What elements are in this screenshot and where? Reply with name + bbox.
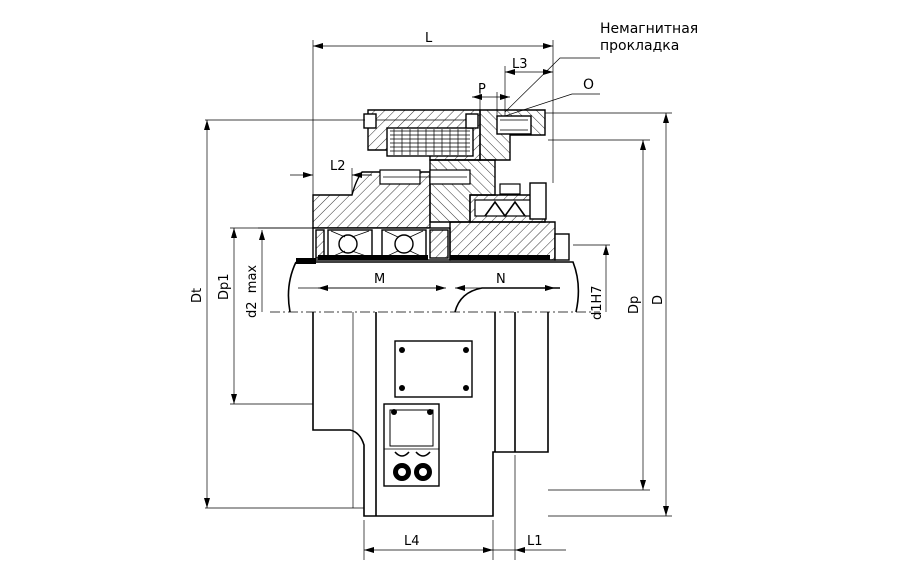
- dim-Dp1: Dp1: [217, 273, 232, 300]
- dim-P: P: [478, 82, 486, 97]
- dim-Dt: Dt: [190, 288, 205, 303]
- dim-Dp: Dp: [627, 296, 642, 314]
- dim-L4: L4: [404, 534, 420, 549]
- dim-d2-max: d2 max: [245, 265, 260, 318]
- dimension-lines: [204, 40, 672, 560]
- dim-d1H7: d1H7: [590, 285, 605, 320]
- bearing-left: [327, 229, 373, 259]
- external-view: [312, 312, 549, 517]
- bearing-right: [381, 229, 427, 259]
- coil-winding: [390, 129, 470, 155]
- dim-L: L: [425, 31, 433, 46]
- label-gasket-line2: прокладка: [600, 38, 679, 54]
- section-view: [287, 109, 580, 313]
- label-O: O: [583, 77, 594, 93]
- dim-L3: L3: [512, 57, 528, 72]
- label-gasket-line1: Немагнитная: [600, 21, 698, 37]
- dim-M: M: [374, 272, 385, 287]
- dim-D: D: [651, 295, 666, 305]
- dim-L2: L2: [330, 159, 346, 174]
- dim-L1: L1: [527, 534, 543, 549]
- terminal-connectors: [393, 451, 432, 481]
- dim-N: N: [496, 272, 506, 287]
